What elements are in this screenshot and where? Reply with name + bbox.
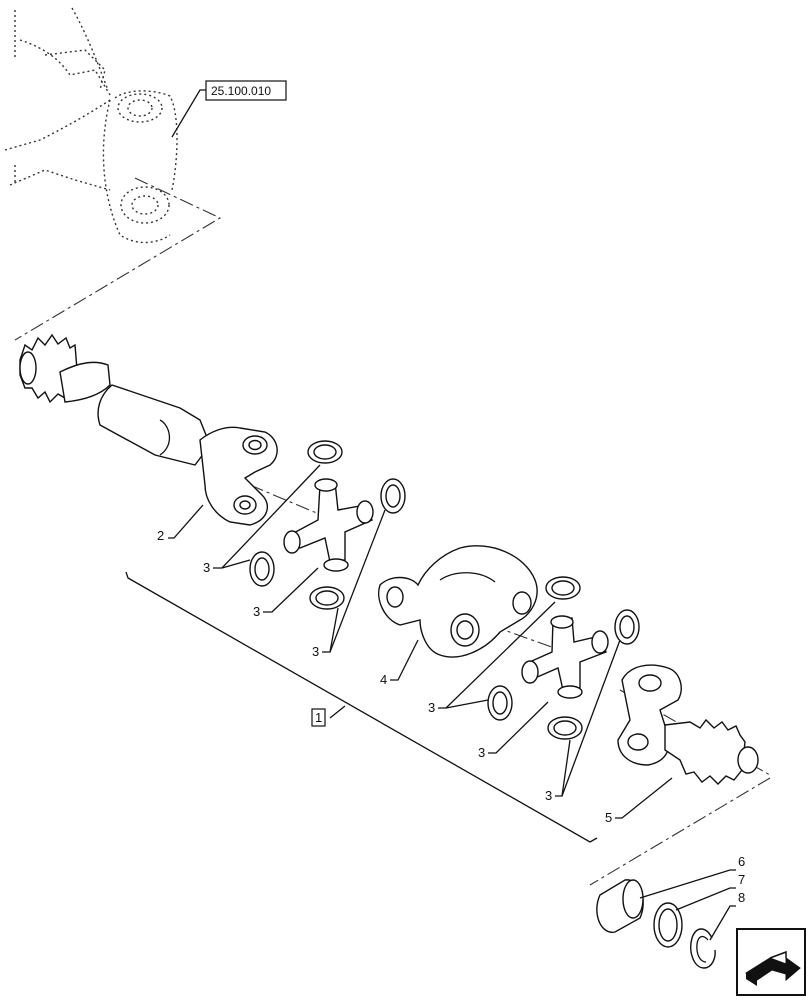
callout-3c: 3	[312, 509, 386, 659]
shim-part-7	[653, 902, 683, 948]
bushing-part-6	[596, 879, 644, 933]
callout-3b: 3	[253, 567, 319, 619]
callout-2: 2	[157, 504, 204, 543]
callout-3d: 3	[428, 601, 556, 715]
snap-ring-part-8	[690, 928, 716, 969]
arrow-forward-icon[interactable]	[736, 928, 806, 996]
callout-3a: 3	[203, 464, 321, 575]
axle-housing-reference	[4, 7, 178, 244]
snap-rings-upper	[249, 440, 406, 610]
callout-8: 8	[709, 890, 745, 941]
assembly-box-label: 1	[315, 710, 322, 725]
callout-3e: 3	[478, 701, 549, 760]
callout-label-3f: 3	[545, 788, 552, 803]
callout-label-4: 4	[380, 672, 387, 687]
reference-box-label: 25.100.010	[211, 84, 271, 98]
callout-label-3e: 3	[478, 745, 485, 760]
cross-spider-lower	[521, 615, 609, 699]
centerline-upper	[14, 177, 222, 341]
callout-label-2: 2	[157, 528, 164, 543]
callout-3f: 3	[545, 639, 621, 803]
cross-spider-upper	[283, 478, 374, 572]
reference-callout: 25.100.010	[171, 80, 287, 138]
callout-6: 6	[639, 854, 745, 899]
shaft-yoke-part-2	[19, 333, 278, 526]
center-housing-part-4	[378, 545, 538, 658]
snap-rings-lower	[487, 576, 640, 740]
callout-label-7: 7	[738, 872, 745, 887]
callout-label-6: 6	[738, 854, 745, 869]
callout-label-3c: 3	[312, 644, 319, 659]
centerline-lower	[589, 777, 771, 886]
callout-5: 5	[605, 777, 673, 825]
callout-label-3b: 3	[253, 604, 260, 619]
callout-label-5: 5	[605, 810, 612, 825]
output-yoke-part-5	[617, 664, 759, 785]
callout-4: 4	[380, 639, 419, 687]
callout-label-8: 8	[738, 890, 745, 905]
callout-label-3a: 3	[203, 560, 210, 575]
callout-label-3d: 3	[428, 700, 435, 715]
assembly-bracket: 1	[125, 571, 598, 843]
callout-7: 7	[675, 872, 745, 911]
